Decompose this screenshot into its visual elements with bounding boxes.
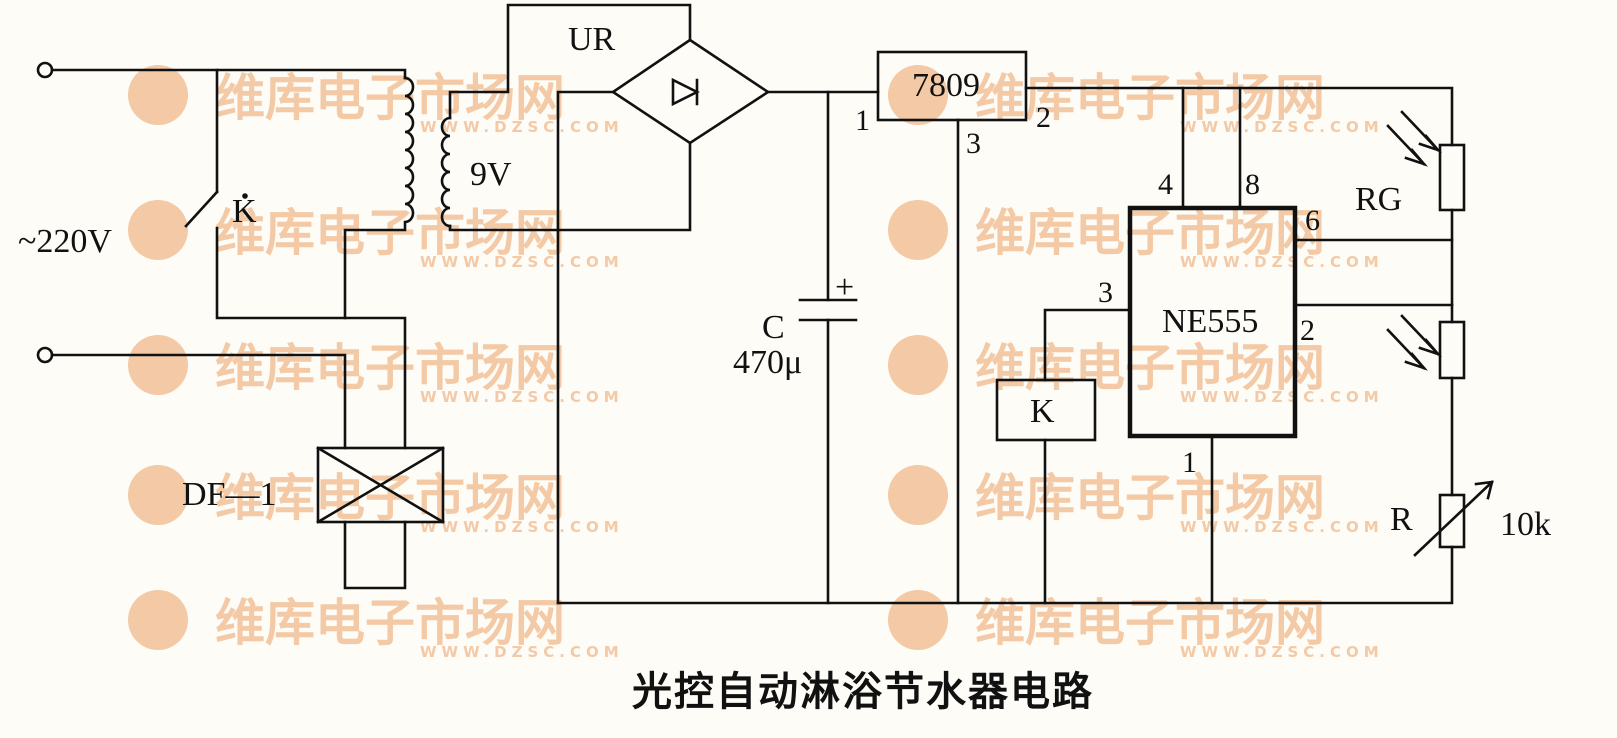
wire-switch-to-valve <box>215 226 407 450</box>
ic-pin1-label: 1 <box>1182 446 1197 479</box>
wire-ground-rail <box>556 545 1454 605</box>
mains-label: ~220V <box>18 223 112 260</box>
watermark-logo-icon <box>128 65 188 125</box>
watermark: 维库电子市场网 WWW.DZSC.COM <box>888 590 1384 661</box>
switch-k-dot-icon <box>242 193 248 199</box>
valve-loop <box>343 520 407 590</box>
transformer: 9V <box>343 3 692 320</box>
ic-pin6-label: 6 <box>1305 204 1320 237</box>
watermark: 维库电子市场网 WWW.DZSC.COM <box>888 335 1384 406</box>
watermark-text-cn: 维库电子市场网 <box>215 594 565 652</box>
switch-k-label: K <box>232 193 257 230</box>
timer-ic: NE555 4 8 6 2 3 1 <box>1043 86 1454 605</box>
cap-label: C <box>762 309 785 346</box>
watermark-logo-icon <box>888 65 948 125</box>
watermark-text-cn: 维库电子市场网 <box>975 469 1325 527</box>
watermark-logo-icon <box>888 465 948 525</box>
resistor-value-label: 10k <box>1500 506 1551 543</box>
valve-cross-icon <box>316 446 445 524</box>
photoresistor-rg <box>1438 143 1466 212</box>
wire-secondary-bottom <box>448 141 692 232</box>
watermark-text-cn: 维库电子市场网 <box>215 339 565 397</box>
terminal-bottom-icon <box>36 346 54 364</box>
watermark-logo-icon <box>888 590 948 650</box>
bridge-diamond <box>610 38 771 145</box>
voltage-regulator: 7809 1 2 3 <box>855 50 1454 605</box>
watermark-layer: 维库电子市场网 WWW.DZSC.COM 维库电子市场网 WWW.DZSC.CO… <box>128 65 1384 661</box>
sensor-divider: RG R 10k <box>556 110 1551 605</box>
wire-vcc-rail <box>1024 86 1454 147</box>
watermark-text-en: WWW.DZSC.COM <box>1180 118 1384 136</box>
relay: K <box>995 378 1097 605</box>
watermark: 维库电子市场网 WWW.DZSC.COM <box>888 200 1384 271</box>
resistor-label: R <box>1390 501 1413 538</box>
diagram-title: 光控自动淋浴节水器电路 <box>632 669 1094 715</box>
watermark-text-en: WWW.DZSC.COM <box>420 643 624 661</box>
watermark-text-en: WWW.DZSC.COM <box>1180 253 1384 271</box>
wire-secondary-top <box>448 3 692 120</box>
watermark: 维库电子市场网 WWW.DZSC.COM <box>128 65 624 136</box>
photoresistor-label: RG <box>1355 181 1402 218</box>
terminal-top-icon <box>36 61 54 79</box>
valve-label: DF—1 <box>182 476 276 513</box>
watermark-text-en: WWW.DZSC.COM <box>1180 518 1384 536</box>
mains-input: ~220V K <box>18 61 407 450</box>
watermark-text-cn: 维库电子市场网 <box>215 69 565 127</box>
cap-value-label: 470μ <box>733 344 802 381</box>
reg-pin3-label: 3 <box>966 127 981 160</box>
cap-polarity-label: + <box>835 269 854 306</box>
watermark-text-en: WWW.DZSC.COM <box>420 253 624 271</box>
solenoid-valve: DF—1 <box>182 446 445 590</box>
ic-pin3-label: 3 <box>1098 276 1113 309</box>
watermark-logo-icon <box>888 335 948 395</box>
wire-bridge-negative <box>556 90 615 605</box>
transformer-secondary-coil <box>440 116 452 228</box>
watermark-logo-icon <box>888 200 948 260</box>
variable-resistor-arrow-icon <box>1413 480 1494 557</box>
bridge-diode-icon <box>671 77 700 107</box>
light-arrows-upper-icon <box>1386 110 1443 167</box>
wire-mains-top <box>50 68 407 80</box>
secondary-voltage-label: 9V <box>470 156 512 193</box>
watermark-text-en: WWW.DZSC.COM <box>420 518 624 536</box>
watermark-logo-icon <box>128 200 188 260</box>
watermark-text-cn: 维库电子市场网 <box>975 204 1325 262</box>
watermark-logo-icon <box>128 335 188 395</box>
bridge-rectifier: UR <box>556 21 880 605</box>
regulator-body <box>876 50 1028 122</box>
capacitor: + C 470μ <box>733 90 858 605</box>
ic-pin8-label: 8 <box>1245 168 1260 201</box>
bridge-label: UR <box>568 21 616 58</box>
watermark-logo-icon <box>128 465 188 525</box>
watermark-text-en: WWW.DZSC.COM <box>420 118 624 136</box>
watermark: 维库电子市场网 WWW.DZSC.COM <box>888 65 1384 136</box>
watermark: 维库电子市场网 WWW.DZSC.COM <box>128 335 624 406</box>
ic-pin4-label: 4 <box>1158 168 1173 201</box>
transformer-primary-coil <box>343 76 415 320</box>
regulator-label: 7809 <box>912 67 980 104</box>
relay-label: K <box>1030 393 1055 430</box>
watermark-text-cn: 维库电子市场网 <box>215 204 565 262</box>
watermark-text-cn: 维库电子市场网 <box>975 339 1325 397</box>
switch-k-blade <box>184 190 219 228</box>
watermark: 维库电子市场网 WWW.DZSC.COM <box>128 590 624 661</box>
valve-body <box>316 446 445 524</box>
photoresistor-lower <box>1438 320 1466 380</box>
watermark-text-cn: 维库电子市场网 <box>975 69 1325 127</box>
light-arrows-lower-icon <box>1386 314 1443 371</box>
ic-pin2-label: 2 <box>1300 314 1315 347</box>
ne555-label: NE555 <box>1162 303 1258 340</box>
watermark-text-en: WWW.DZSC.COM <box>1180 643 1384 661</box>
watermark-text-en: WWW.DZSC.COM <box>1180 388 1384 406</box>
watermark-text-en: WWW.DZSC.COM <box>420 388 624 406</box>
reg-pin2-label: 2 <box>1036 101 1051 134</box>
watermark: 维库电子市场网 WWW.DZSC.COM <box>128 200 624 271</box>
reg-pin1-label: 1 <box>855 104 870 137</box>
watermark: 维库电子市场网 WWW.DZSC.COM <box>888 465 1384 536</box>
wire-pin3 <box>1043 308 1132 382</box>
watermark-logo-icon <box>128 590 188 650</box>
wire-mains-bottom <box>50 353 347 450</box>
